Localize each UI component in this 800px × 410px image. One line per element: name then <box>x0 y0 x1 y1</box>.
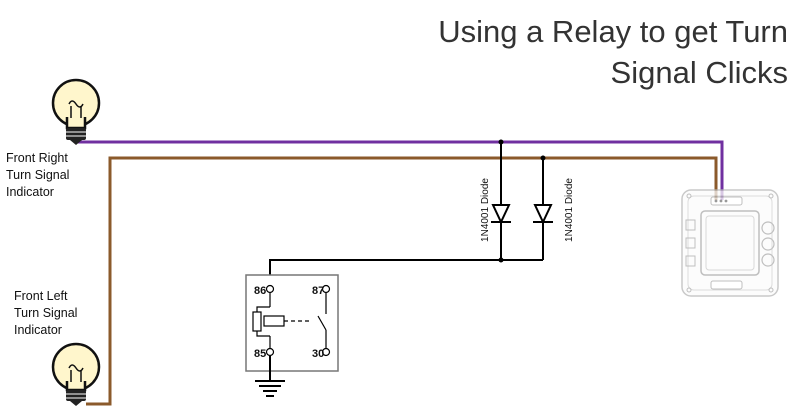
ground-symbol <box>255 356 285 397</box>
relay-pin-85 <box>265 347 275 357</box>
junction-dot <box>498 257 504 263</box>
title-line-2: Signal Clicks <box>610 55 788 90</box>
front-right-bulb-icon <box>51 78 101 145</box>
front-right-indicator-label: Front Right Turn Signal Indicator <box>6 151 70 199</box>
relay-pin-30 <box>321 347 331 357</box>
relay-pin-87-label: 87 <box>312 285 324 297</box>
right-signal-wire <box>78 140 724 200</box>
diode-2 <box>533 204 553 260</box>
relay-pin-85-label: 85 <box>254 348 266 360</box>
relay-pin-86-label: 86 <box>254 285 266 297</box>
title-line-1: Using a Relay to get Turn <box>438 14 788 49</box>
relay-pin-30-label: 30 <box>312 348 324 360</box>
junction-dot <box>498 139 504 145</box>
relay-pin-87 <box>321 284 331 294</box>
diode-1-label: 1N4001 Diode <box>480 178 491 242</box>
left-signal-wire <box>86 156 718 406</box>
relay-switch <box>317 293 327 348</box>
control-module-icon <box>681 189 779 297</box>
diode-1 <box>491 204 511 260</box>
diode-2-label: 1N4001 Diode <box>564 178 575 242</box>
junction-dot <box>540 155 546 161</box>
front-left-indicator-label: Front Left Turn Signal Indicator <box>14 289 78 337</box>
relay-pin-86 <box>265 284 275 294</box>
front-left-bulb-icon <box>51 342 101 406</box>
